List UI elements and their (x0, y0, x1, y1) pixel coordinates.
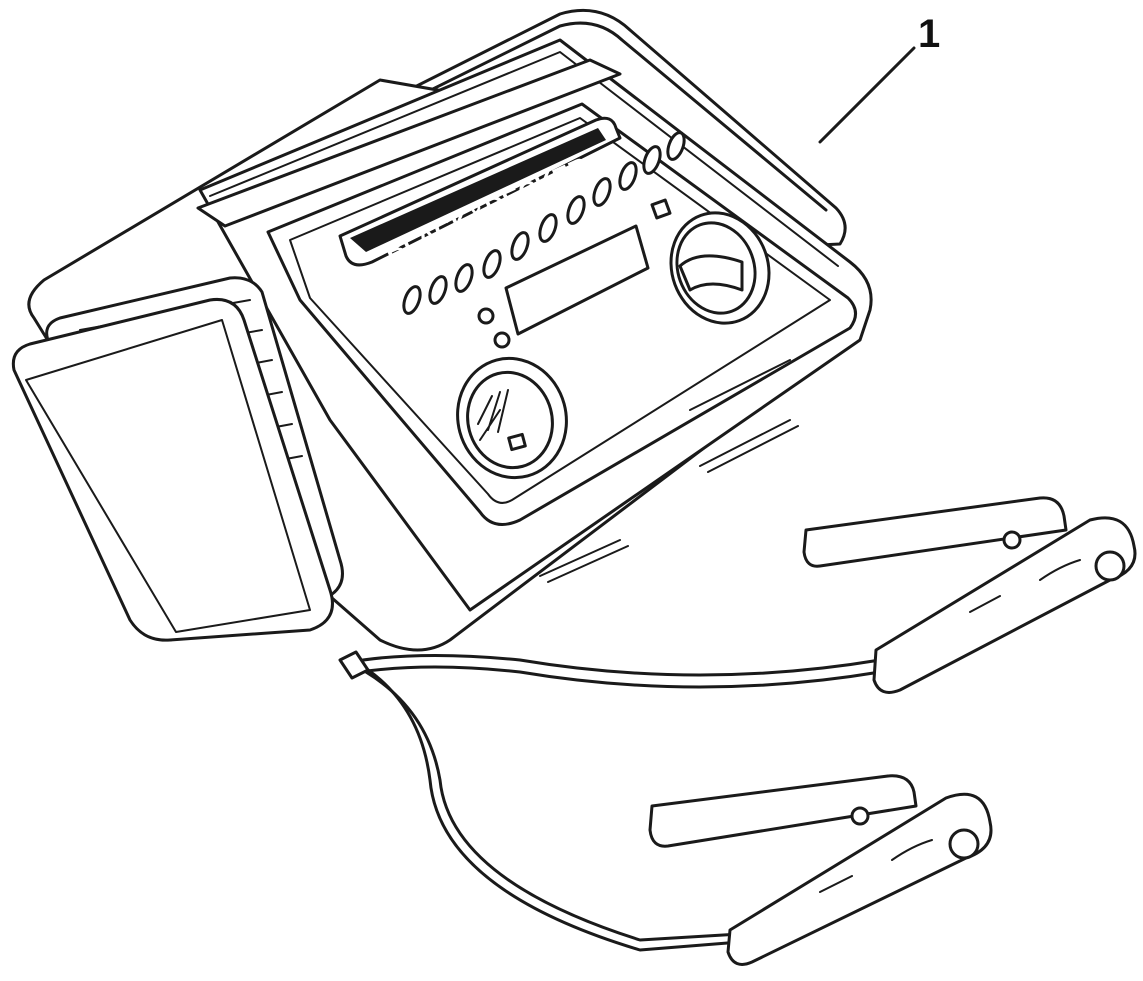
selector-knob[interactable] (656, 199, 785, 337)
ammeter-gauge (456, 356, 568, 480)
indicator-led-1 (477, 307, 495, 325)
vent-slots (402, 131, 686, 315)
callout-leader-line (818, 46, 916, 144)
clamp-negative (648, 774, 993, 966)
callout-label: 1 (918, 12, 941, 56)
indicator-led-2 (493, 331, 511, 349)
cord-wrap (11, 276, 344, 642)
display-window (504, 224, 650, 336)
clamp-cables (338, 650, 882, 952)
side-vents (539, 359, 799, 583)
clamp-positive (802, 496, 1137, 694)
indicator-square (650, 198, 672, 220)
